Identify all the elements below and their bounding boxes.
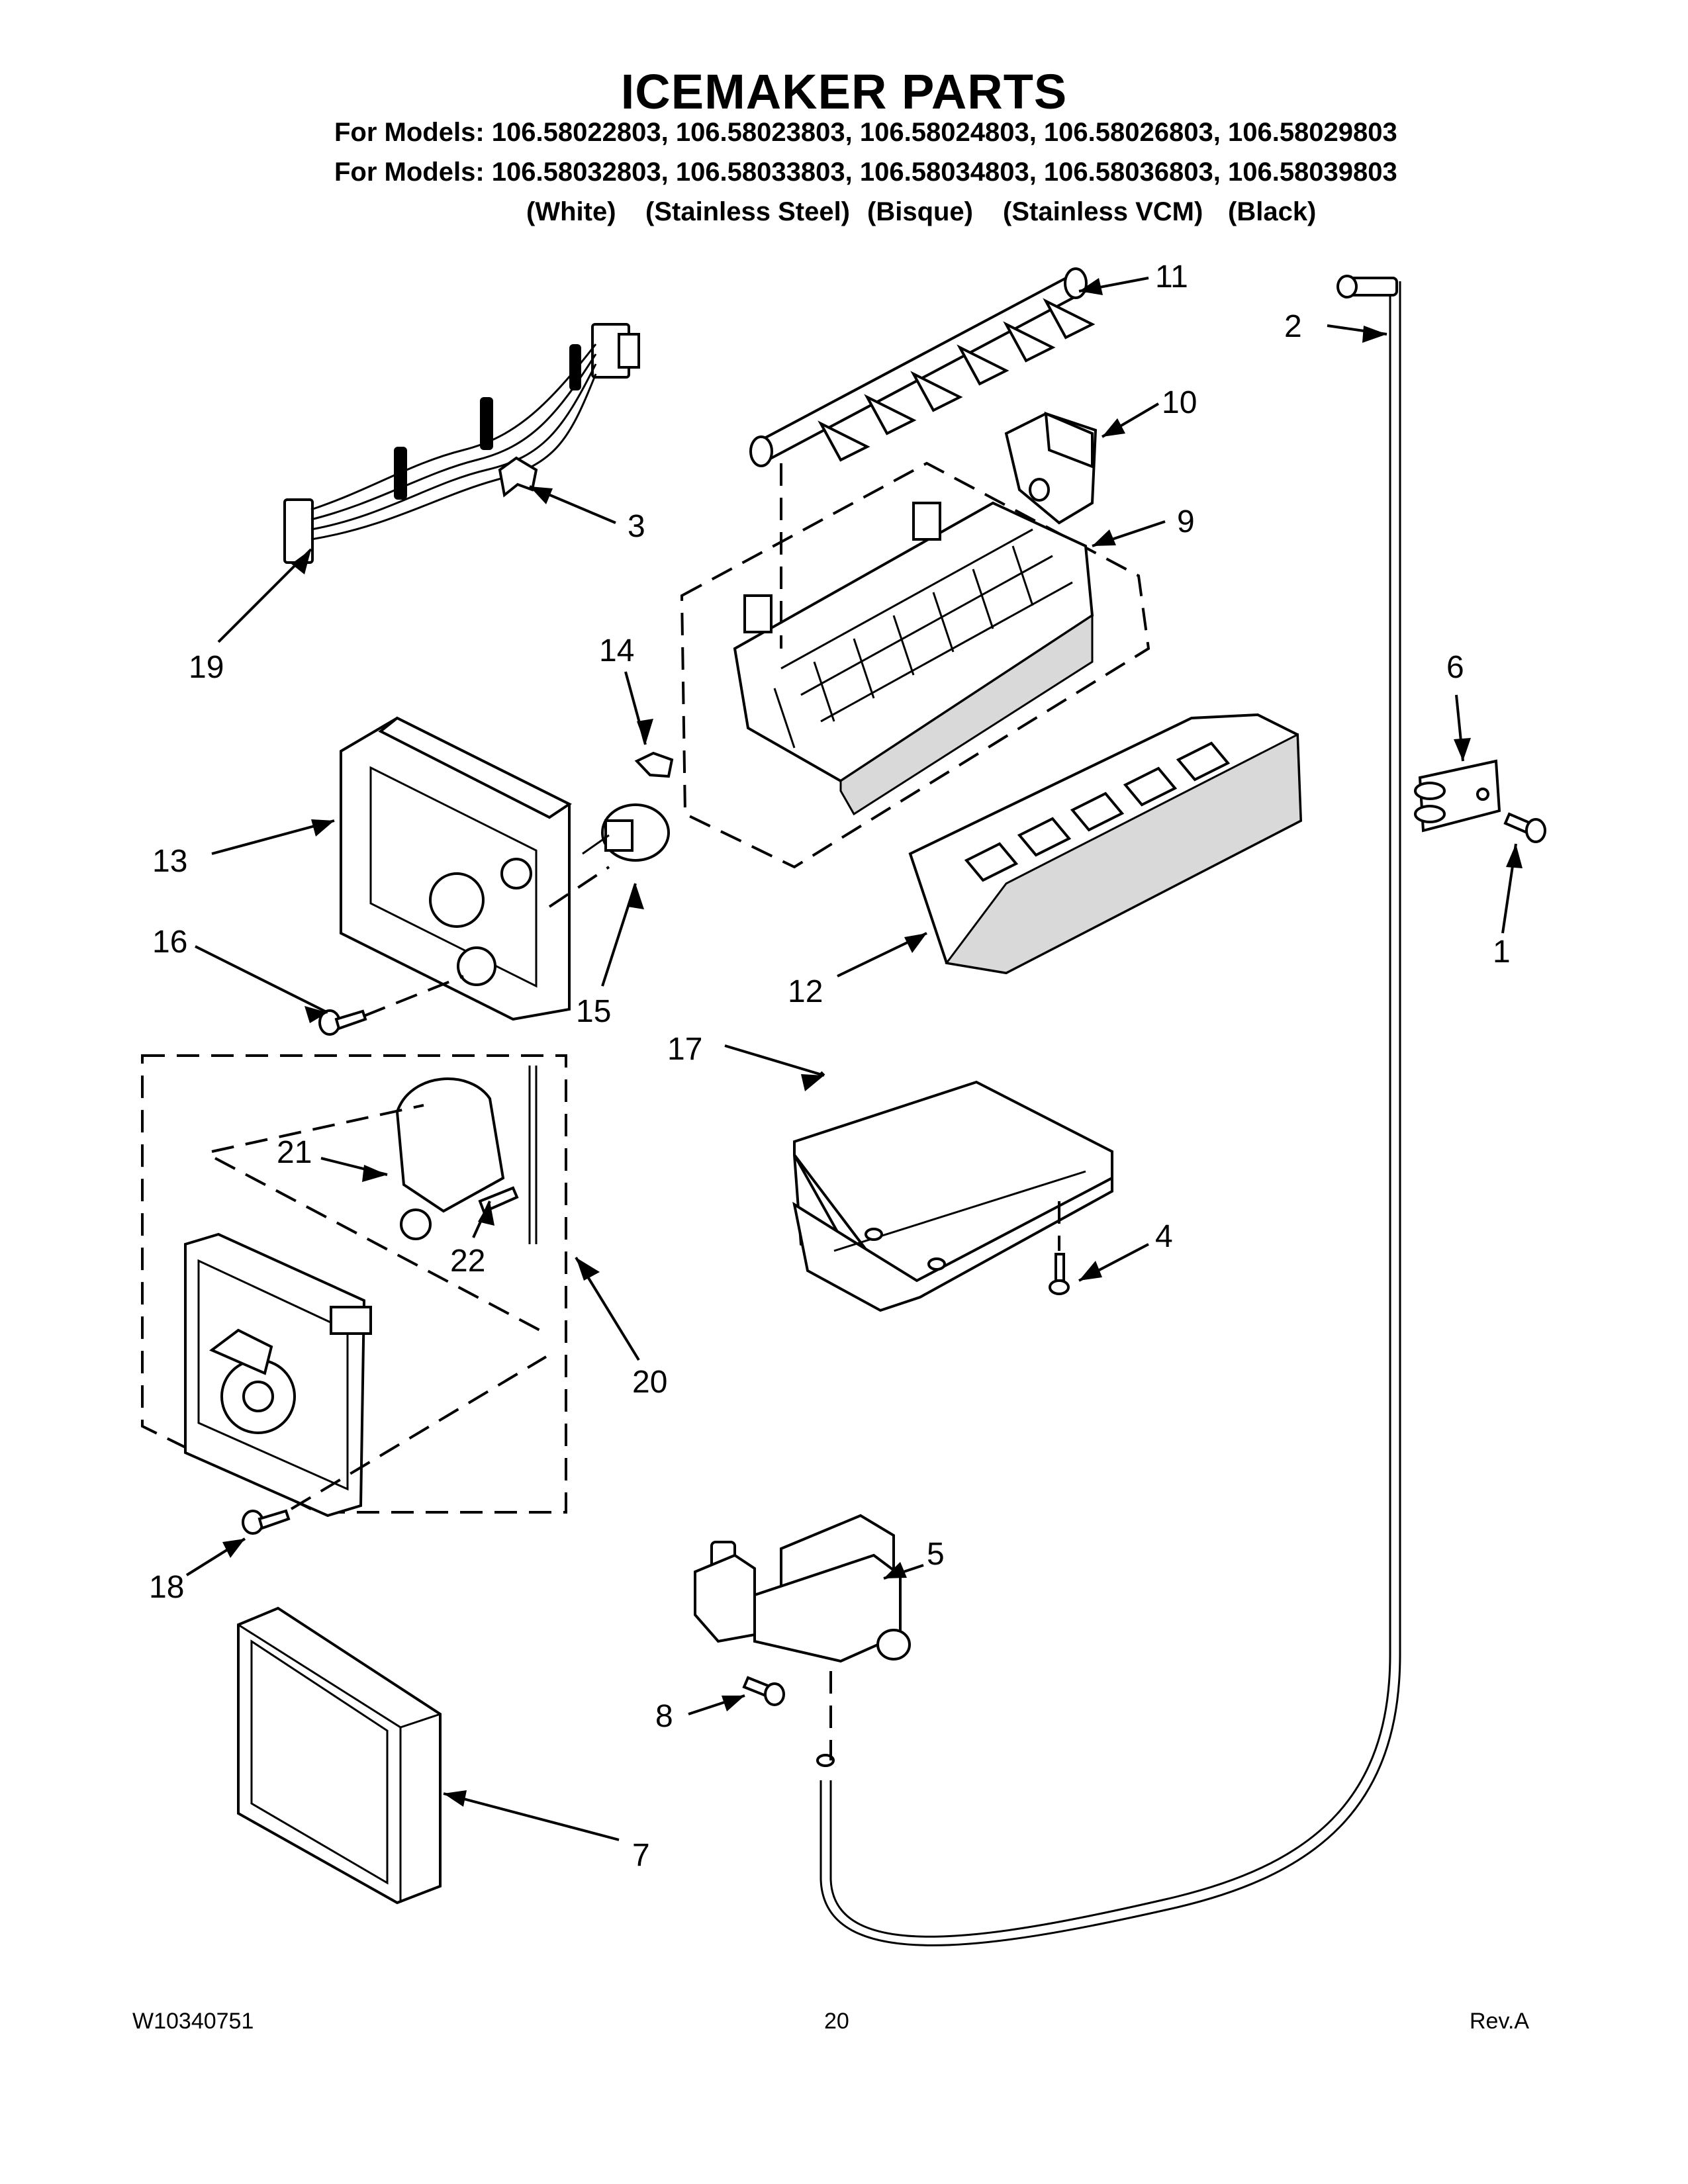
callout-5: 5 — [927, 1537, 945, 1572]
color-bisque: (Bisque) — [867, 197, 973, 226]
page-title: ICEMAKER PARTS — [620, 64, 1068, 119]
mold-assembly-outline — [680, 461, 1150, 869]
callout-18: 18 — [149, 1570, 185, 1605]
motor-part — [395, 1066, 538, 1244]
leader-23 — [820, 1071, 825, 1077]
screw-part-8 — [742, 1676, 785, 1706]
wire-harness-part — [283, 323, 640, 564]
callout-12: 12 — [788, 974, 823, 1009]
callout-16: 16 — [152, 925, 188, 960]
tube-clamp-part — [1414, 759, 1501, 833]
ejector-part — [749, 267, 1096, 467]
bearing-part — [1004, 411, 1098, 525]
callout-1: 1 — [1493, 934, 1511, 970]
control-module-outline — [141, 1054, 567, 1514]
screw-part-1 — [1503, 812, 1546, 843]
color-black: (Black) — [1228, 197, 1317, 226]
harness-clip-part — [498, 456, 538, 498]
assembly-line — [363, 975, 464, 1017]
document-number: W10340751 — [132, 2009, 254, 2034]
callout-19: 19 — [189, 650, 224, 685]
models-line-2: For Models: 106.58032803, 106.58033803, … — [334, 158, 1397, 187]
screw-part-16 — [318, 1009, 367, 1036]
callout-17: 17 — [667, 1032, 703, 1067]
color-stainless-steel: (Stainless Steel) — [645, 197, 851, 226]
ice-mold-part — [733, 501, 1094, 816]
callout-22: 22 — [450, 1244, 486, 1279]
callout-20: 20 — [632, 1365, 668, 1400]
housing-part — [340, 716, 572, 1021]
callout-21: 21 — [277, 1135, 312, 1170]
insulation-part — [237, 1606, 442, 1905]
cover-part — [792, 1080, 1113, 1312]
leader-17 — [724, 1044, 825, 1077]
models-line-1: For Models: 106.58022803, 106.58023803, … — [334, 118, 1397, 147]
assembly-line — [214, 1157, 547, 1335]
callout-8: 8 — [655, 1699, 673, 1734]
assembly-line — [548, 866, 610, 908]
callout-14: 14 — [599, 633, 635, 668]
clip-part-14 — [634, 751, 674, 778]
callout-7: 7 — [632, 1838, 650, 1873]
control-module-part — [184, 1232, 372, 1518]
callout-3: 3 — [628, 509, 645, 544]
color-stainless-vcm: (Stainless VCM) — [1003, 197, 1203, 226]
assembly-line — [290, 1355, 547, 1510]
callout-4: 4 — [1155, 1219, 1173, 1254]
leader-16 — [195, 945, 328, 1014]
callout-2: 2 — [1284, 309, 1302, 344]
thermostat-part — [582, 803, 670, 862]
assembly-line — [211, 1104, 424, 1153]
water-valve-part — [694, 1514, 911, 1663]
callout-15: 15 — [576, 994, 612, 1029]
arrow-heads — [222, 278, 1523, 1807]
callout-11: 11 — [1155, 259, 1188, 295]
callout-9: 9 — [1177, 504, 1195, 539]
callout-6: 6 — [1446, 650, 1464, 685]
ice-stripper-part — [908, 713, 1303, 975]
page-number: 20 — [824, 2009, 849, 2034]
revision-label: Rev.A — [1470, 2009, 1530, 2034]
callout-10: 10 — [1162, 385, 1197, 420]
callout-13: 13 — [152, 844, 188, 879]
screw-part-4 — [1049, 1253, 1070, 1295]
color-white: (White) — [526, 197, 616, 226]
fill-tube-part — [816, 275, 1401, 1946]
screw-part-18 — [242, 1509, 291, 1535]
leader-7 — [443, 1792, 620, 1841]
